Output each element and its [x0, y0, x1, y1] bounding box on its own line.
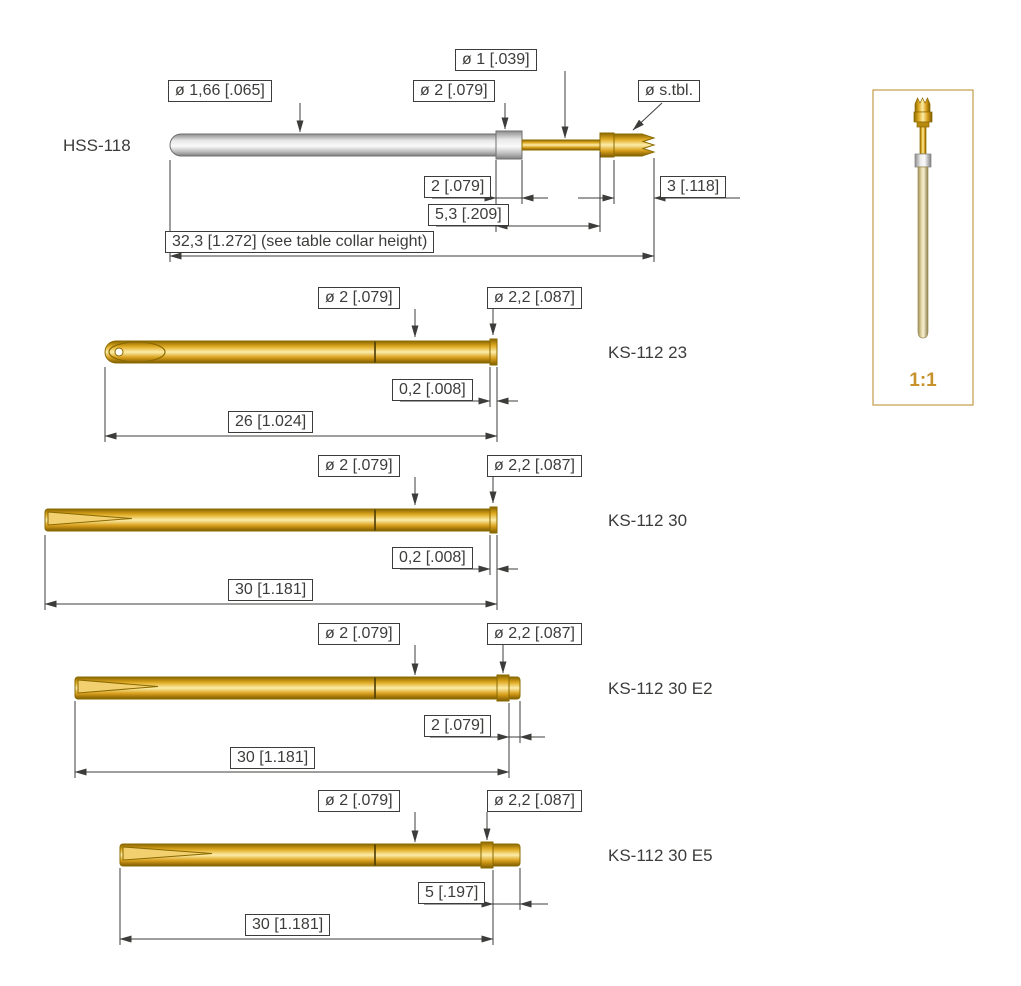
ks11223-tube	[104, 340, 491, 364]
ks11230e2-flange	[496, 674, 510, 702]
hss118-serrated-tip	[613, 133, 656, 157]
dim-hss118-len-tip: 3 [.118]	[660, 176, 727, 198]
dim-ks11230-len-flange: 0,2 [.008]	[392, 547, 473, 569]
hss-118-dimensions	[169, 71, 740, 262]
dim-hss118-len-front: 5,3 [.209]	[428, 204, 509, 226]
ks-112-30-e2-drawing	[74, 674, 521, 702]
ks11230-flange	[489, 506, 498, 534]
ks11223-crimp-oval	[108, 341, 166, 363]
hss118-head-ring	[599, 132, 615, 158]
dim-hss118-dia-barrel: ø 1,66 [.065]	[168, 80, 272, 102]
ks-112-30-dimensions	[44, 477, 518, 610]
ks-112-30-e5-dimensions	[119, 812, 548, 945]
dim-hss118-len-total: 32,3 [1.272] (see table collar height)	[165, 231, 435, 253]
dim-ks11230e2-len-total: 30 [1.181]	[230, 747, 316, 769]
scale-box-drawing	[872, 89, 974, 406]
hss118-plunger	[521, 139, 601, 151]
ks-112-23-drawing	[104, 338, 498, 366]
dim-ks11230e2-dia-body: ø 2 [.079]	[318, 623, 400, 645]
ks-112-23-dimensions	[104, 309, 518, 442]
ks11230e2-slot	[77, 679, 159, 694]
probe-label-hss-118: HSS-118	[63, 136, 131, 155]
ks11230e5-tube	[119, 843, 521, 867]
dim-ks11223-len-flange: 0,2 [.008]	[392, 379, 473, 401]
dim-hss118-dia-plunger: ø 1 [.039]	[455, 49, 537, 71]
ks11230-slot	[47, 511, 133, 526]
ks11230e2-tube	[74, 676, 521, 700]
scale-probe-rod	[919, 126, 927, 155]
ks-112-30-e2-dimensions	[74, 645, 545, 778]
scale-ratio-label: 1:1	[909, 370, 937, 391]
dim-ks11230e2-len-flange-to-tip: 2 [.079]	[424, 715, 492, 737]
scale-probe-head	[913, 111, 933, 123]
ks11223-flange	[489, 338, 498, 366]
dim-hss118-dia-tip: ø s.tbl.	[638, 80, 701, 102]
ks11230e5-flange	[480, 841, 494, 869]
dim-ks11230e2-dia-flange: ø 2,2 [.087]	[487, 623, 582, 645]
ks-112-30-e5-drawing	[119, 841, 521, 869]
probe-label-ks-112-30: KS-112 30	[608, 511, 688, 530]
dim-ks11223-dia-body: ø 2 [.079]	[318, 287, 400, 309]
ks11230e5-slot	[122, 846, 213, 861]
dim-ks11230e5-dia-body: ø 2 [.079]	[318, 790, 400, 812]
scale-probe-crown-icon	[914, 97, 931, 113]
ks-112-30-drawing	[44, 506, 498, 534]
dim-ks11230-dia-flange: ø 2,2 [.087]	[487, 455, 582, 477]
scale-probe-collar	[914, 153, 932, 168]
ks11223-hole	[114, 347, 124, 357]
dim-ks11230e5-dia-flange: ø 2,2 [.087]	[487, 790, 582, 812]
probe-label-ks-112-30-e2: KS-112 30 E2	[608, 679, 713, 698]
dim-hss118-len-collar: 2 [.079]	[424, 176, 492, 198]
dim-ks11223-len-total: 26 [1.024]	[228, 411, 314, 433]
dim-ks11223-dia-flange: ø 2,2 [.087]	[487, 287, 582, 309]
hss-118-drawing	[169, 130, 656, 160]
dim-ks11230e5-len-total: 30 [1.181]	[245, 914, 331, 936]
hss118-collar	[495, 130, 523, 160]
scale-probe-barrel	[917, 166, 929, 339]
dim-ks11230-dia-body: ø 2 [.079]	[318, 455, 400, 477]
scale-probe-ring	[916, 121, 930, 128]
probe-label-ks-112-30-e5: KS-112 30 E5	[608, 846, 713, 865]
dim-ks11230e5-len-flange-to-tip: 5 [.197]	[418, 882, 486, 904]
hss118-barrel	[169, 133, 497, 157]
dim-ks11230-len-total: 30 [1.181]	[228, 579, 314, 601]
probe-label-ks-112-23: KS-112 23	[608, 343, 688, 362]
dim-hss118-dia-collar: ø 2 [.079]	[413, 80, 495, 102]
